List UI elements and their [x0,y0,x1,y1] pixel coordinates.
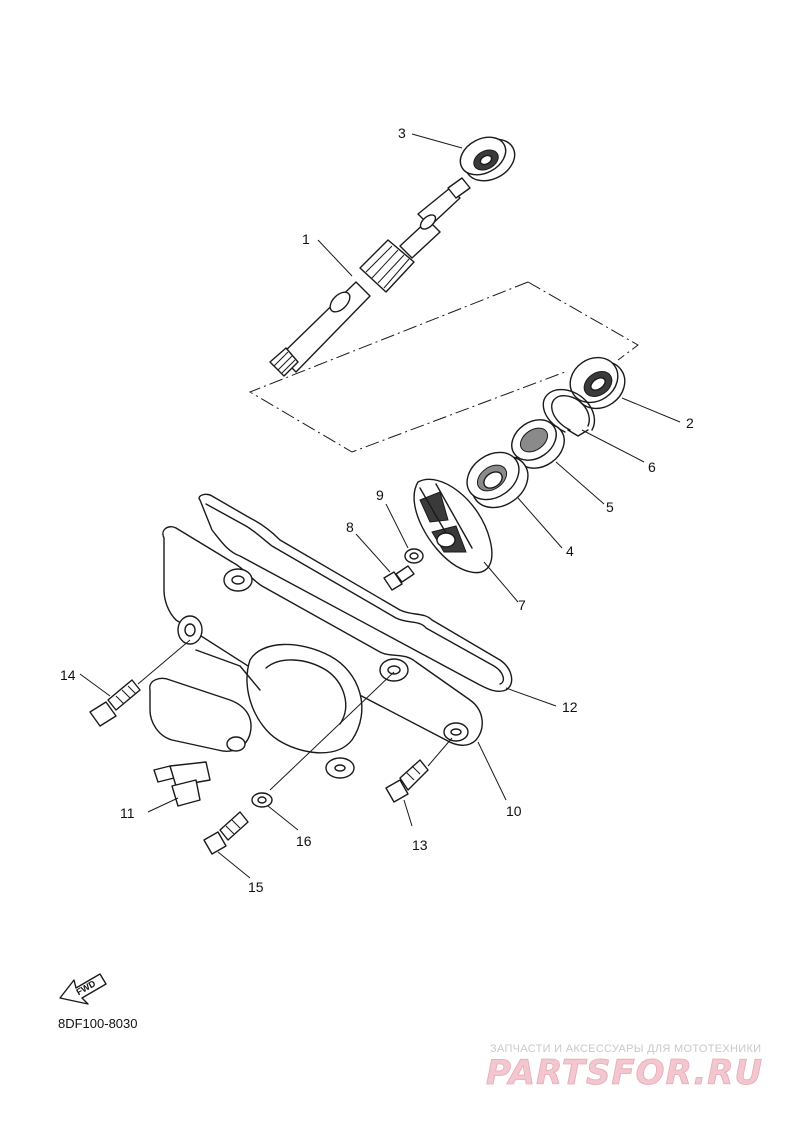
part-bearing-3[interactable] [454,130,522,189]
part-bolt-8[interactable] [383,565,415,591]
drawing-code: 8DF100-8030 [58,1016,138,1031]
watermark: ЗАПЧАСТИ И АКСЕССУАРЫ ДЛЯ МОТОТЕХНИКИ PA… [486,1043,763,1093]
part-label-16: 16 [296,833,312,849]
leader-lines [79,133,681,879]
part-oil-seal-5[interactable] [504,411,573,477]
part-label-3: 3 [398,125,406,141]
part-label-1: 1 [302,231,310,247]
part-label-10: 10 [506,803,522,819]
part-pipe-fitting-11[interactable] [153,761,211,807]
part-label-9: 9 [376,487,384,503]
assembly-bracket-line [248,281,639,453]
part-label-7: 7 [518,597,526,613]
part-label-14: 14 [60,667,76,683]
watermark-tagline: ЗАПЧАСТИ И АКСЕССУАРЫ ДЛЯ МОТОТЕХНИКИ [490,1043,761,1055]
part-label-15: 15 [248,879,264,895]
part-bolt-14[interactable] [89,679,141,727]
part-circlip-6[interactable] [542,389,595,437]
part-label-2: 2 [686,415,694,431]
part-washer-9[interactable] [404,548,424,564]
part-label-13: 13 [412,837,428,853]
watermark-brand: PARTSFOR.RU [486,1053,763,1093]
part-label-11: 11 [120,805,135,821]
part-gasket-12[interactable] [198,493,513,693]
part-number-labels: 3 1 2 6 5 4 7 8 9 12 10 11 14 13 16 15 [60,125,694,895]
part-label-8: 8 [346,519,354,535]
part-washer-16[interactable] [251,792,273,808]
part-pump-housing-cover-10[interactable] [149,526,483,779]
part-bearing-2[interactable] [561,348,633,417]
part-label-5: 5 [606,499,614,515]
fwd-direction-arrow: FWD [59,973,107,1005]
part-impeller-7[interactable] [413,478,493,574]
part-bolt-15[interactable] [203,811,249,855]
part-mechanical-seal-4[interactable] [458,443,538,518]
part-label-4: 4 [566,543,574,559]
part-label-12: 12 [562,699,578,715]
part-impeller-shaft-1[interactable] [269,177,471,377]
part-label-6: 6 [648,459,656,475]
part-bolt-13[interactable] [385,759,429,803]
